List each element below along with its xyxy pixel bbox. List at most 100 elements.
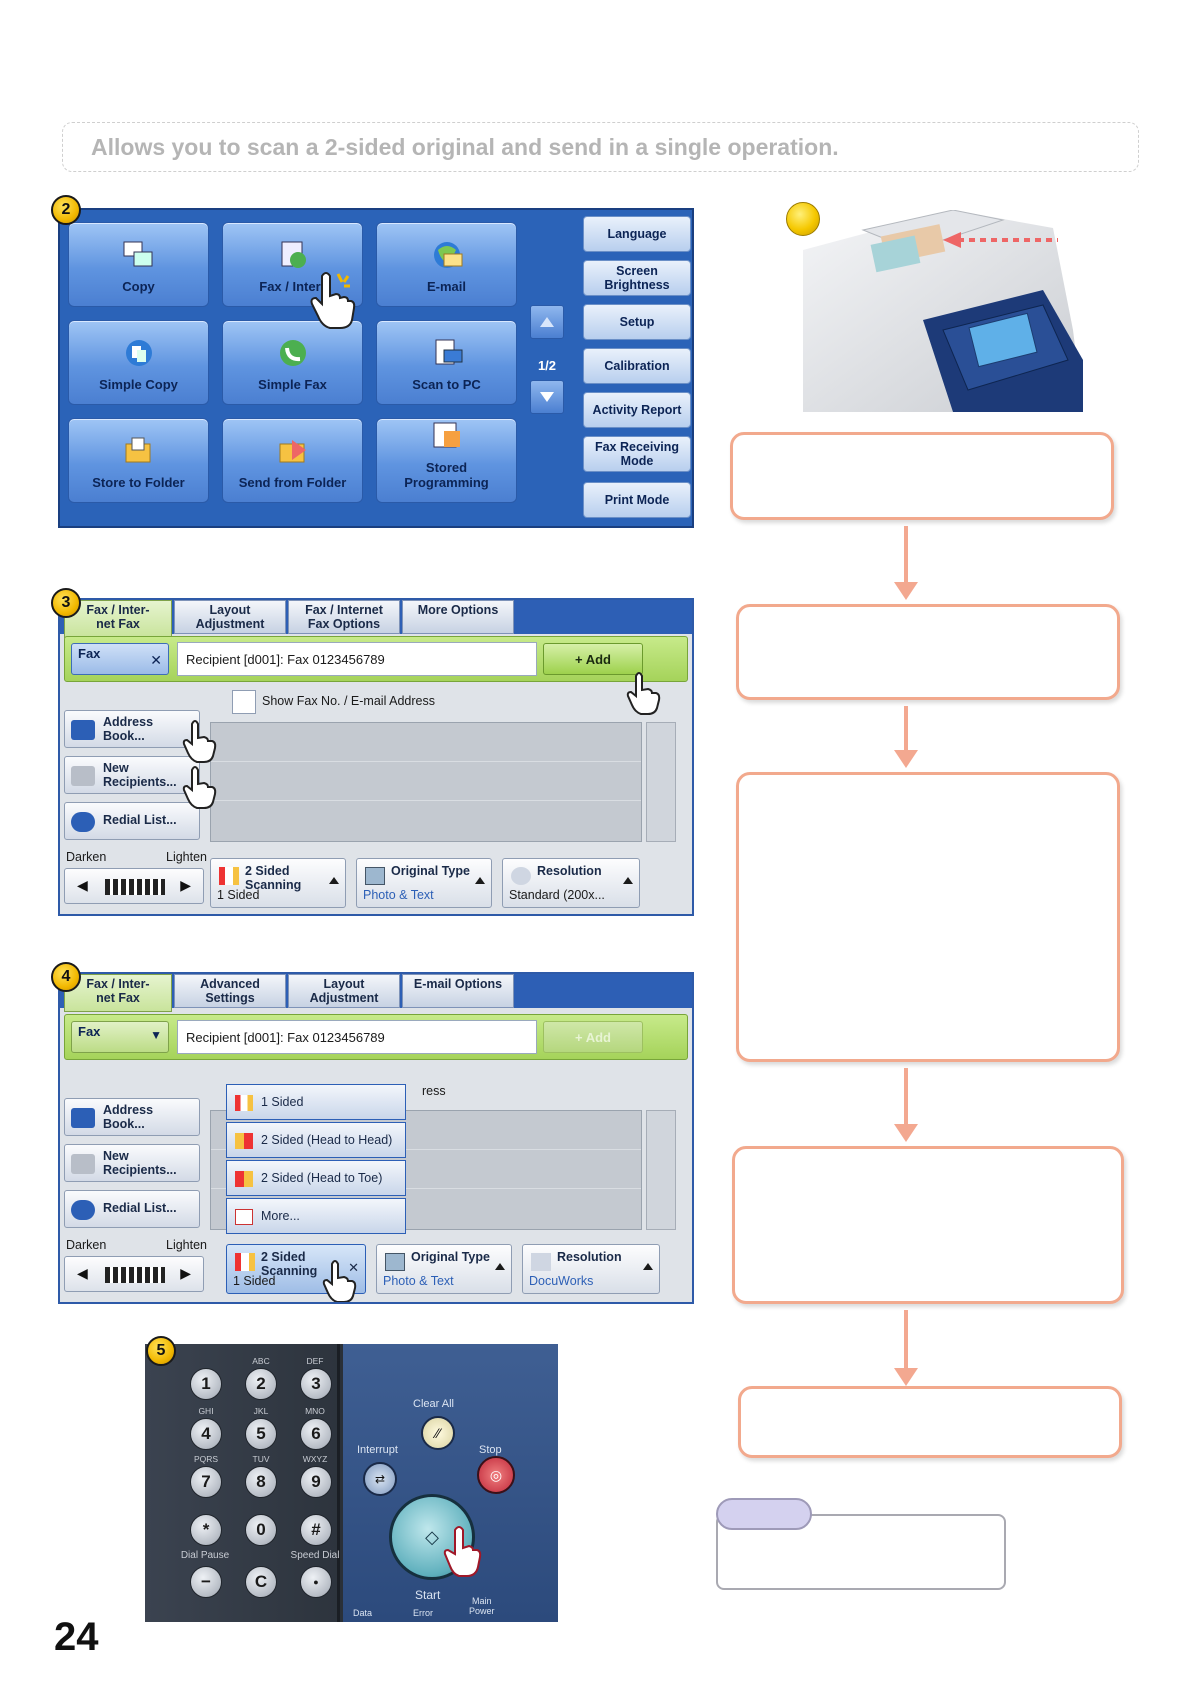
tab-layout-adjustment[interactable]: Layout Adjustment	[288, 974, 400, 1008]
dial-pause-button[interactable]: −	[190, 1566, 222, 1598]
tab-fax-internet-fax[interactable]: Fax / Inter- net Fax	[64, 600, 172, 638]
tab-fax-internet-fax-options[interactable]: Fax / Internet Fax Options	[288, 600, 400, 634]
store-to-folder-tile[interactable]: Store to Folder	[68, 418, 209, 503]
head-to-toe-icon	[235, 1171, 253, 1187]
recipient-field[interactable]: Recipient [d001]: Fax 0123456789	[177, 642, 537, 676]
step-badge-2: 2	[51, 195, 81, 225]
density-stepper[interactable]: ◀ ▶	[64, 1256, 204, 1292]
resolution-button[interactable]: Resolution Standard (200x...	[502, 858, 640, 908]
tab-layout-adjustment[interactable]: Layout Adjustment	[174, 600, 286, 634]
density-stepper[interactable]: ◀ ▶	[64, 868, 204, 904]
key-asterisk[interactable]: *	[190, 1514, 222, 1546]
key-4[interactable]: 4	[190, 1418, 222, 1450]
left-arrow-icon[interactable]: ◀	[77, 877, 88, 893]
fax-receiving-mode-button[interactable]: Fax Receiving Mode	[583, 436, 691, 472]
address-book-button[interactable]: Address Book...	[64, 710, 200, 748]
photo-icon	[365, 867, 385, 885]
left-arrow-icon[interactable]: ◀	[77, 1265, 88, 1281]
close-icon[interactable]: ✕	[348, 1260, 359, 1275]
clear-all-button[interactable]: ⁄⁄	[421, 1416, 455, 1450]
tab-email-options[interactable]: E-mail Options	[402, 974, 514, 1008]
key-3[interactable]: 3	[300, 1368, 332, 1400]
one-sided-icon	[235, 1095, 253, 1111]
main-power-label: Main Power	[469, 1596, 495, 1616]
start-label: Start	[415, 1588, 441, 1602]
key-2[interactable]: 2	[245, 1368, 277, 1400]
key-9[interactable]: 9	[300, 1466, 332, 1498]
interrupt-button[interactable]: ⇄	[363, 1462, 397, 1496]
clear-all-label: Clear All	[413, 1398, 454, 1410]
stop-button[interactable]: ◎	[477, 1456, 515, 1494]
intro-banner: Allows you to scan a 2-sided original an…	[62, 122, 1139, 172]
address-type-selector[interactable]: Fax ✕	[71, 643, 169, 675]
flow-box-3	[736, 772, 1120, 1062]
up-arrow-icon	[475, 877, 485, 884]
right-arrow-icon[interactable]: ▶	[180, 877, 191, 893]
key-5[interactable]: 5	[245, 1418, 277, 1450]
recipient-field[interactable]: Recipient [d001]: Fax 0123456789	[177, 1020, 537, 1054]
print-mode-button[interactable]: Print Mode	[583, 482, 691, 518]
stored-programming-tile[interactable]: Stored Programming	[376, 418, 517, 503]
new-recipients-button[interactable]: New Recipients...	[64, 756, 200, 794]
key-6[interactable]: 6	[300, 1418, 332, 1450]
resolution-button[interactable]: Resolution DocuWorks	[522, 1244, 660, 1294]
tab-fax-internet-fax[interactable]: Fax / Inter- net Fax	[64, 974, 172, 1012]
setup-button[interactable]: Setup	[583, 304, 691, 340]
stop-label: Stop	[479, 1444, 502, 1456]
hidden-label-fragment: ress	[422, 1084, 446, 1098]
recipient-list[interactable]	[210, 722, 642, 842]
address-book-button[interactable]: Address Book...	[64, 1098, 200, 1136]
original-type-button[interactable]: Original Type Photo & Text	[376, 1244, 512, 1294]
simple-fax-tile[interactable]: Simple Fax	[222, 320, 363, 405]
book-icon	[71, 720, 95, 740]
key-8[interactable]: 8	[245, 1466, 277, 1498]
key-1[interactable]: 1	[190, 1368, 222, 1400]
new-recipients-button[interactable]: New Recipients...	[64, 1144, 200, 1182]
two-sided-scanning-button[interactable]: 2 Sided Scanning 1 Sided	[210, 858, 346, 908]
redial-list-button[interactable]: Redial List...	[64, 802, 200, 840]
key-0[interactable]: 0	[245, 1514, 277, 1546]
option-1-sided[interactable]: 1 Sided	[226, 1084, 406, 1120]
scan-to-pc-tile[interactable]: Scan to PC	[376, 320, 517, 405]
option-more[interactable]: More...	[226, 1198, 406, 1234]
list-scrollbar[interactable]	[646, 722, 676, 842]
activity-report-button[interactable]: Activity Report	[583, 392, 691, 428]
tab-advanced-settings[interactable]: Advanced Settings	[174, 974, 286, 1008]
flow-arrow-4	[894, 1310, 918, 1386]
email-tile[interactable]: E-mail	[376, 222, 517, 307]
key-7[interactable]: 7	[190, 1466, 222, 1498]
list-scrollbar[interactable]	[646, 1110, 676, 1230]
screen-brightness-button[interactable]: Screen Brightness	[583, 260, 691, 296]
key-hash[interactable]: #	[300, 1514, 332, 1546]
speed-dial-button[interactable]: ●	[300, 1566, 332, 1598]
dial-pause-label: Dial Pause	[180, 1550, 230, 1561]
darken-label: Darken	[66, 1238, 107, 1252]
up-arrow-icon	[495, 1263, 505, 1270]
page-down-button[interactable]	[530, 380, 564, 414]
show-fax-checkbox[interactable]	[232, 690, 256, 714]
head-to-head-icon	[235, 1133, 253, 1149]
pointing-hand-icon	[182, 766, 217, 809]
tab-more-options[interactable]: More Options	[402, 600, 514, 634]
send-from-folder-tile[interactable]: Send from Folder	[222, 418, 363, 503]
option-2-sided-head-to-head[interactable]: 2 Sided (Head to Head)	[226, 1122, 406, 1158]
original-type-button[interactable]: Original Type Photo & Text	[356, 858, 492, 908]
fax-internet-fax-tile[interactable]: Fax / Interr	[222, 222, 363, 307]
right-arrow-icon[interactable]: ▶	[180, 1265, 191, 1281]
flow-box-5	[738, 1386, 1122, 1458]
address-bar: Fax ▼ Recipient [d001]: Fax 0123456789 +…	[64, 1014, 688, 1060]
calibration-button[interactable]: Calibration	[583, 348, 691, 384]
option-2-sided-head-to-toe[interactable]: 2 Sided (Head to Toe)	[226, 1160, 406, 1196]
language-button[interactable]: Language	[583, 216, 691, 252]
flow-box-2	[736, 604, 1120, 700]
clear-button[interactable]: C	[245, 1566, 277, 1598]
copy-tile[interactable]: Copy	[68, 222, 209, 307]
address-type-selector[interactable]: Fax ▼	[71, 1021, 169, 1053]
redial-list-button[interactable]: Redial List...	[64, 1190, 200, 1228]
pointing-hand-icon	[626, 672, 661, 715]
page-up-button[interactable]	[530, 305, 564, 339]
simple-copy-tile[interactable]: Simple Copy	[68, 320, 209, 405]
home-menu-screen: Copy Fax / Interr E-mail Simple Copy Sim…	[58, 208, 694, 528]
add-button[interactable]: + Add	[543, 643, 643, 675]
control-panel: ABC DEF 1 2 3 GHI JKL MNO 4 5 6 PQRS TUV…	[145, 1344, 558, 1622]
